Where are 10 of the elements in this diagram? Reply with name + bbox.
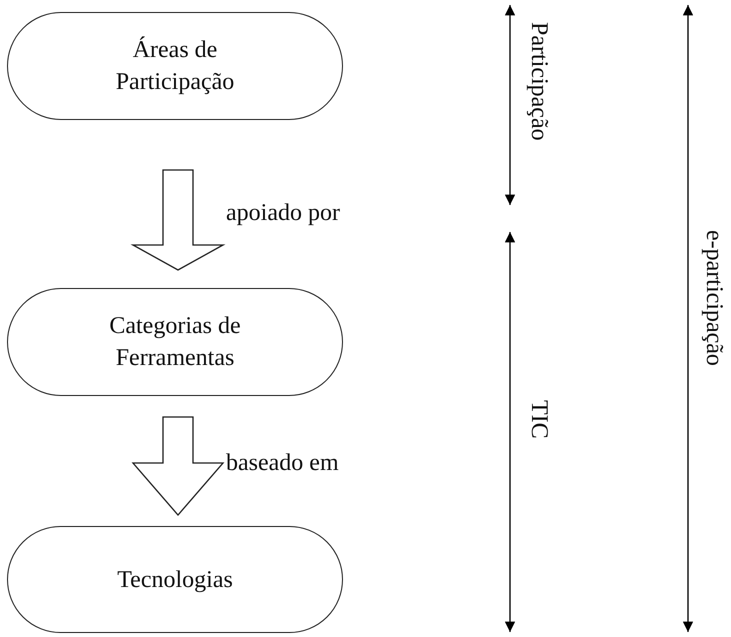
range-label: e-participação bbox=[700, 230, 727, 366]
block-arrow bbox=[130, 169, 226, 271]
node-text: Categorias de Ferramentas bbox=[108, 312, 242, 373]
node-text: Tecnologias bbox=[116, 566, 234, 594]
range-label: Participação bbox=[525, 22, 552, 141]
edge-label: apoiado por bbox=[226, 200, 340, 227]
node-text: Áreas de Participação bbox=[114, 35, 236, 97]
range-label: TIC bbox=[525, 400, 552, 439]
edge-label: baseado em bbox=[226, 450, 339, 477]
block-arrow bbox=[132, 416, 224, 516]
